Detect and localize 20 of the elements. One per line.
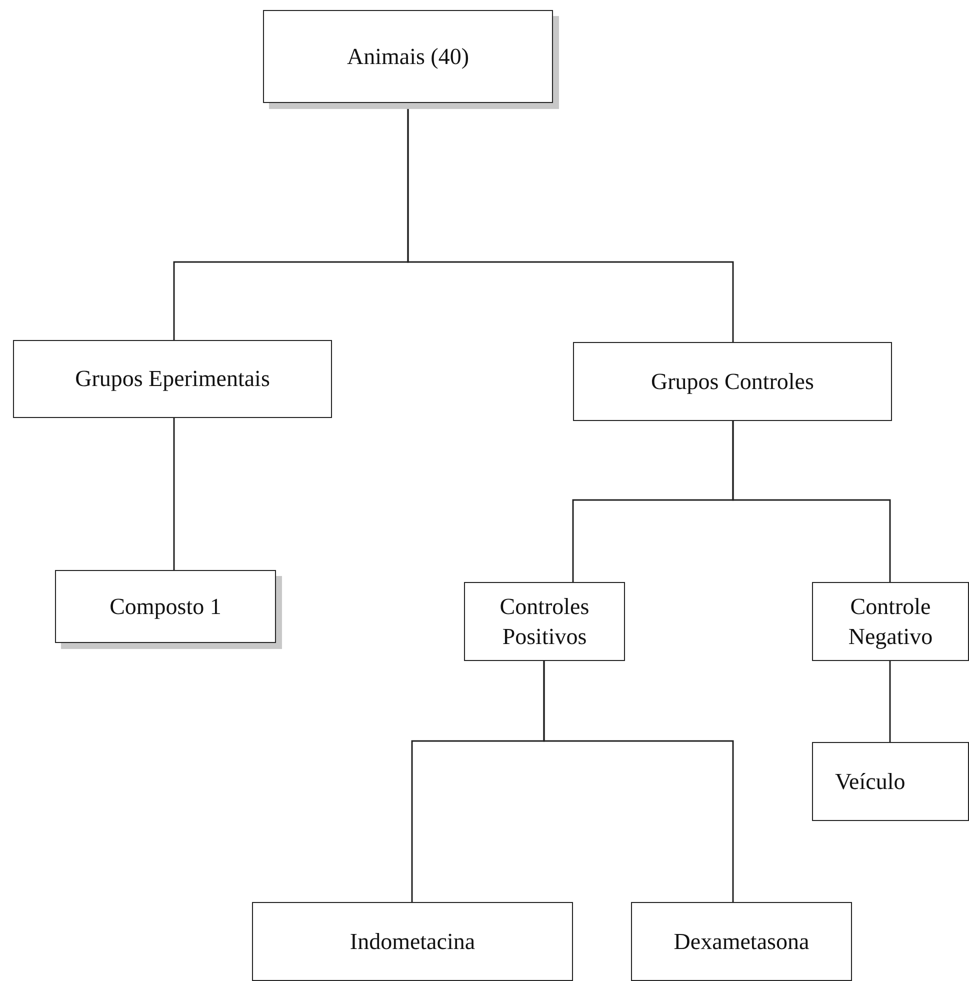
tree-box: [812, 742, 969, 821]
tree-box: [252, 902, 573, 981]
tree-box: [573, 342, 892, 421]
box-label: Indometacina: [350, 928, 476, 956]
connector-line: [543, 661, 734, 902]
box-label: Composto 1: [110, 592, 222, 621]
box-label: Grupos Eperimentais: [75, 365, 270, 394]
box-label: Dexametasona: [674, 928, 810, 956]
box-label: Controles Positivos: [498, 592, 590, 650]
tree-box: [812, 582, 969, 661]
tree-box: [631, 902, 852, 981]
connector-line: [173, 418, 175, 570]
connector-line: [732, 421, 891, 582]
box-label: Grupos Controles: [651, 368, 814, 396]
tree-box: [464, 582, 625, 661]
tree-box: [13, 340, 332, 418]
connector-line: [889, 661, 891, 742]
box-label: Controle Negativo: [847, 592, 934, 651]
box-label: Animais (40): [346, 42, 469, 71]
box-label: Veículo: [835, 768, 906, 796]
